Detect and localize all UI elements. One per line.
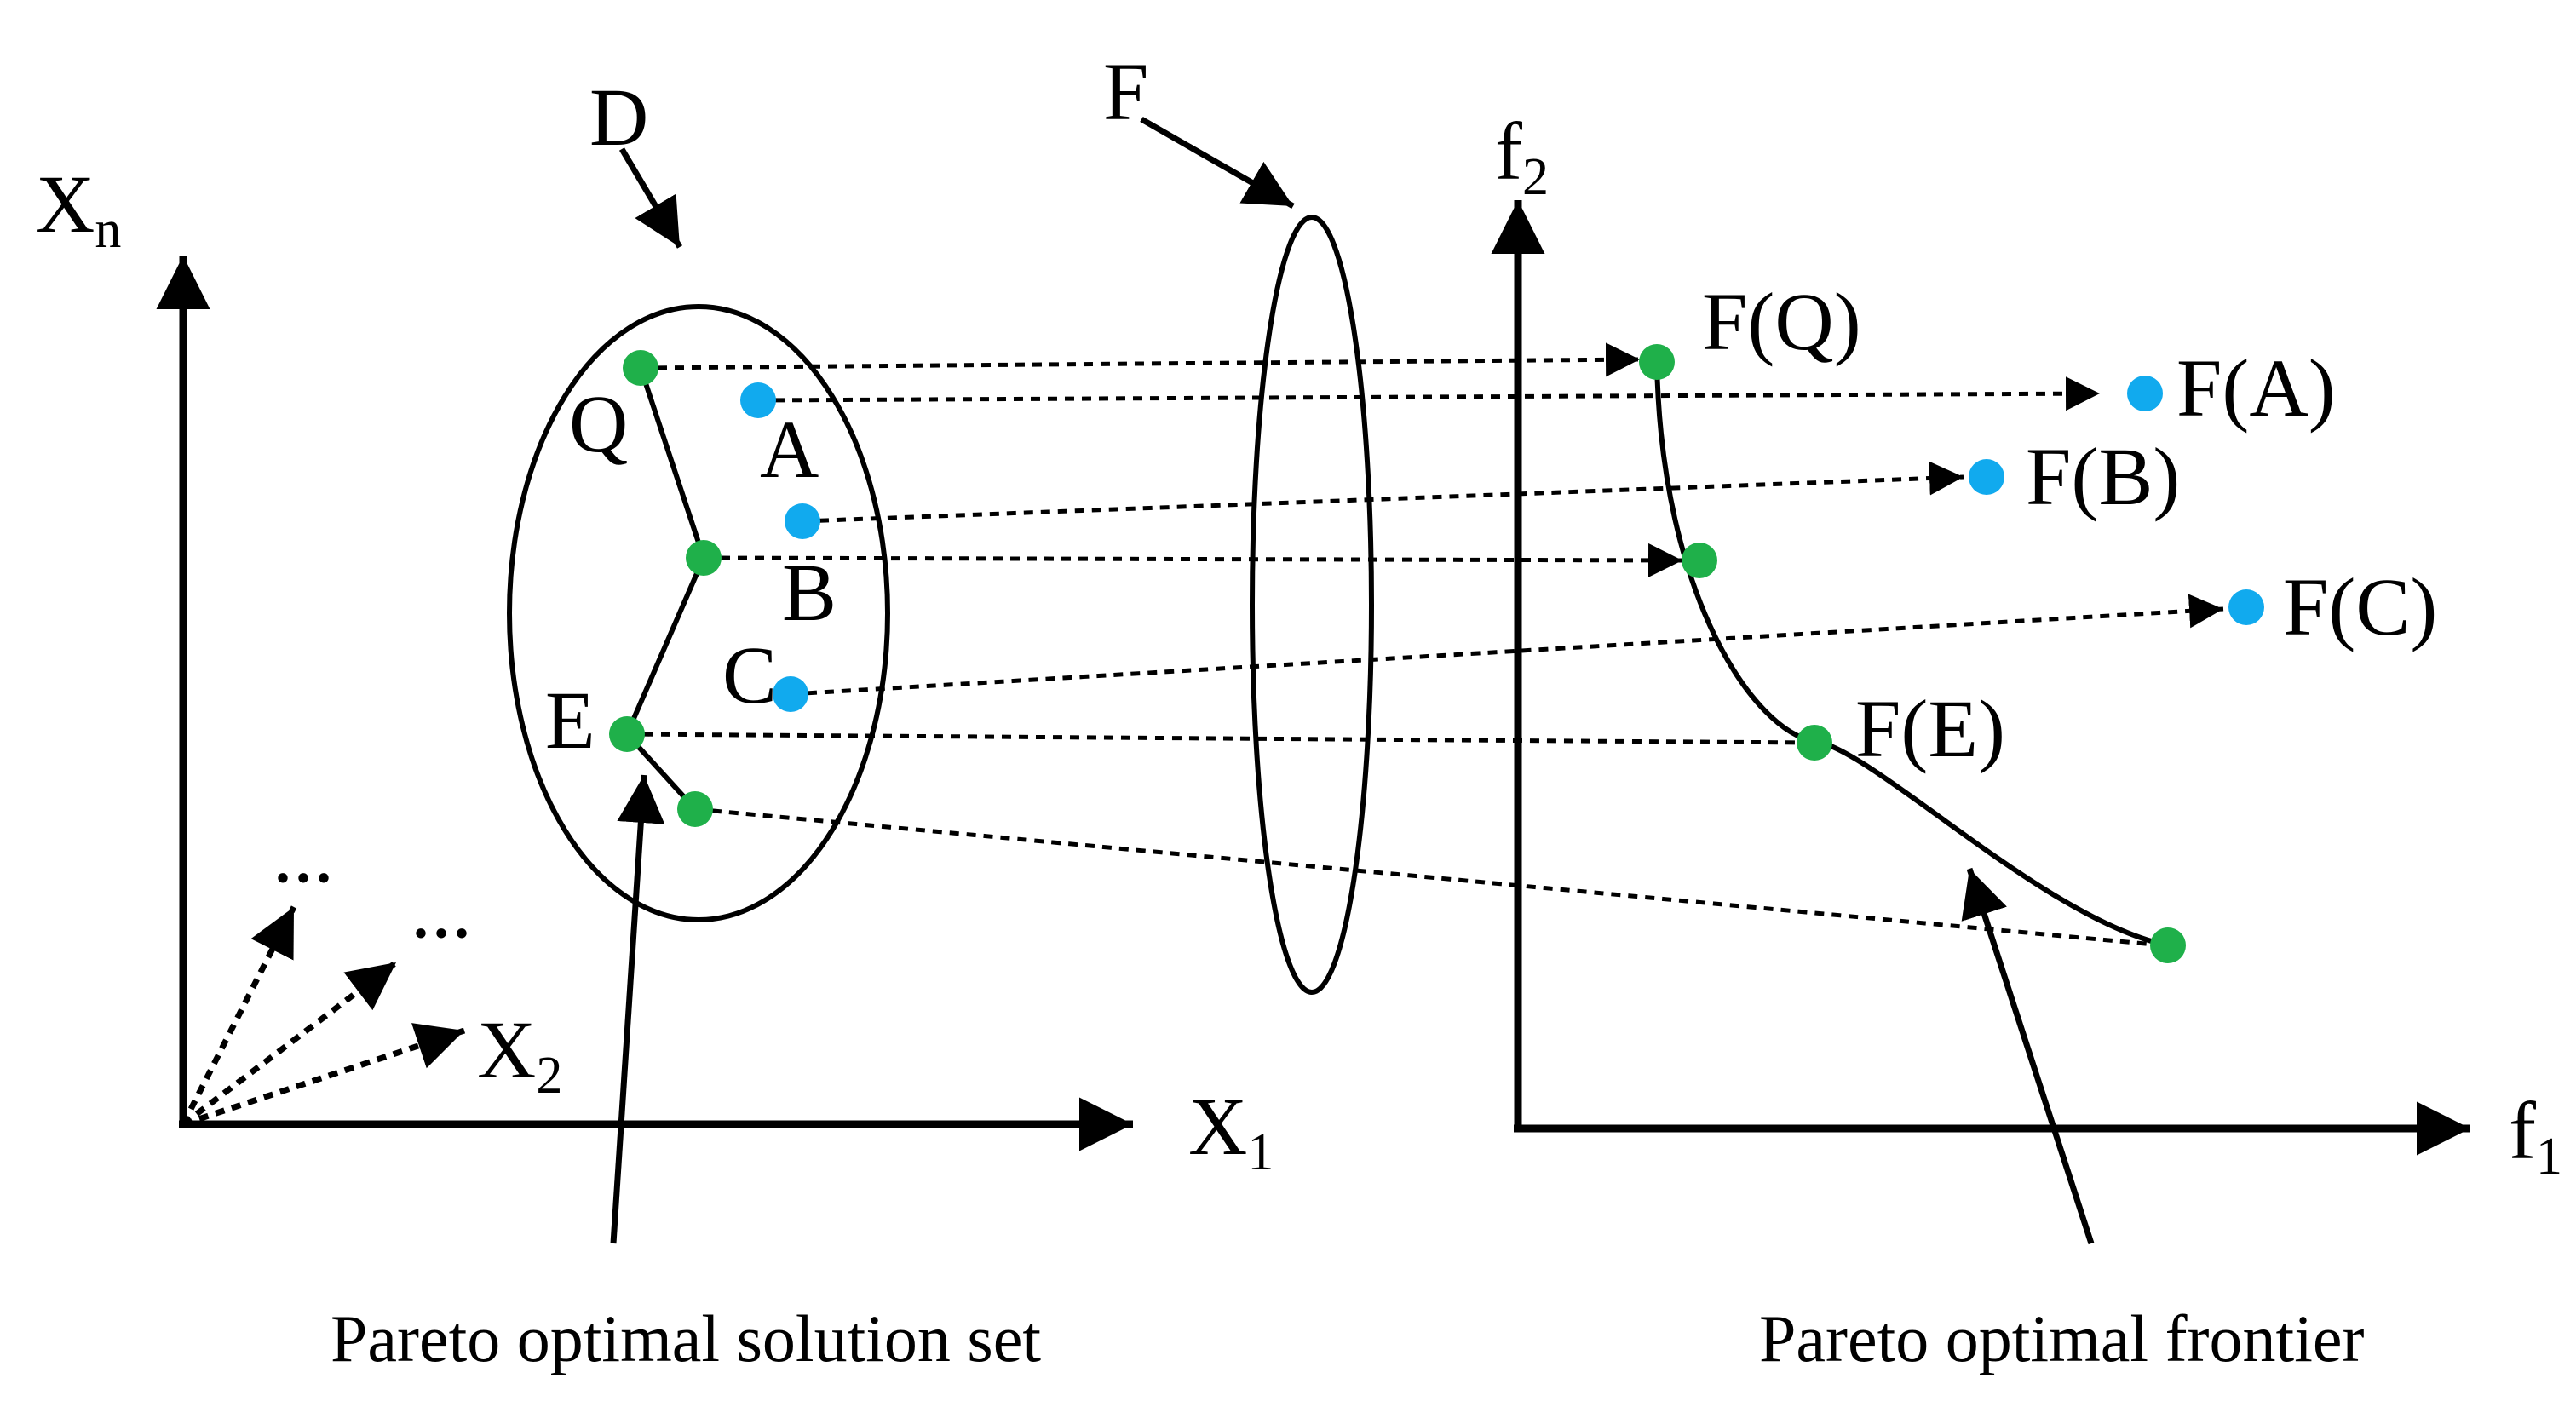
extra-axis-1 (181, 960, 399, 1127)
point-mid (686, 540, 722, 576)
point-flow (2150, 927, 2186, 963)
point-fb (1969, 459, 2004, 495)
point-fe (1797, 725, 1832, 761)
label-fb: F(B) (2026, 431, 2180, 522)
point-b (785, 503, 820, 539)
mapping-ellipse (1250, 215, 1374, 995)
map-arrow-low (694, 807, 2165, 948)
label-fq: F(Q) (1702, 276, 1861, 367)
map-arrow-b (802, 461, 1964, 524)
decision-set-pointer (618, 147, 683, 249)
xn-axis-label: Xn (36, 158, 121, 259)
objective-space-axes (1491, 200, 2470, 1156)
point-e (609, 716, 645, 752)
solution-set-pointer (610, 774, 665, 1244)
point-fa (2127, 376, 2163, 411)
mapping-pointer (1140, 116, 1295, 210)
decision-set-ellipse (507, 304, 890, 922)
label-fa: F(A) (2176, 342, 2336, 434)
label-e: E (545, 675, 595, 766)
pareto-set-polyline (624, 367, 707, 812)
label-b: B (782, 547, 837, 638)
decision-points (609, 350, 820, 827)
point-fmid (1682, 543, 1717, 578)
map-arrow-mid (703, 543, 1683, 577)
point-a (740, 382, 776, 418)
ellipsis-upper: ... (273, 808, 334, 899)
extra-axis-2 (180, 905, 297, 1126)
decision-space-axes (156, 256, 1133, 1151)
caption-solution-set: Pareto optimal solution set (331, 1301, 1041, 1375)
x1-axis-label: X1 (1188, 1081, 1274, 1181)
map-arrow-q (640, 342, 1641, 377)
label-fc: F(C) (2283, 561, 2437, 652)
mapping-arrows (626, 342, 2224, 948)
f1-axis-label: f1 (2509, 1085, 2562, 1186)
point-fq (1639, 344, 1675, 380)
objective-points (1639, 344, 2264, 963)
frontier-pointer (1961, 867, 2095, 1245)
label-q: Q (569, 378, 628, 469)
ellipsis-lower: ... (411, 864, 472, 955)
point-q (623, 350, 658, 386)
point-c (773, 676, 808, 712)
mapping-label: F (1103, 46, 1148, 137)
map-arrow-c (790, 594, 2224, 697)
point-fc (2228, 589, 2264, 625)
map-arrow-e (626, 732, 1814, 745)
label-fe: F(E) (1855, 683, 2005, 774)
point-low (677, 791, 713, 827)
x2-axis (181, 1023, 466, 1128)
f2-axis-label: f2 (1495, 106, 1549, 206)
caption-frontier: Pareto optimal frontier (1759, 1301, 2364, 1375)
map-arrow-a (757, 376, 2101, 411)
label-a: A (760, 404, 819, 495)
x2-axis-label: X2 (477, 1004, 562, 1105)
decision-set-label: D (589, 72, 648, 163)
label-c: C (722, 629, 777, 721)
